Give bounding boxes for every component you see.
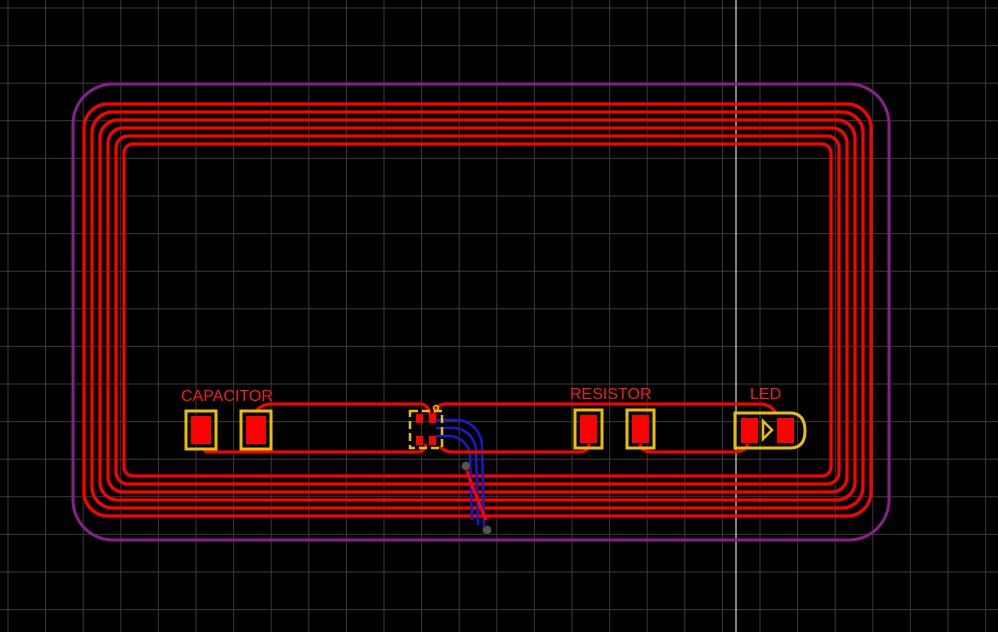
led-label: LED [750, 386, 781, 403]
ic-pad[interactable] [416, 436, 423, 445]
board-outline[interactable] [71, 82, 891, 542]
ic-pad[interactable] [429, 436, 436, 445]
vias[interactable] [461, 461, 492, 535]
led-pad-right[interactable] [777, 418, 794, 443]
ic-outline [408, 409, 444, 450]
ic-pad[interactable] [429, 414, 436, 423]
resistor-pad-right-outline [625, 408, 656, 450]
resistor-pad-left-outline [573, 408, 604, 450]
capacitor-pad-left[interactable] [191, 416, 211, 444]
capacitor-pad-left-outline [184, 409, 218, 451]
antenna-coil[interactable] [82, 102, 873, 518]
trace-resistor-led[interactable] [638, 443, 750, 454]
capacitor-label: CAPACITOR [181, 388, 273, 405]
coil-turn[interactable] [122, 142, 833, 478]
led-component[interactable]: LED [733, 386, 807, 450]
resistor-pad-left[interactable] [580, 415, 597, 443]
trace-upper-bus[interactable] [432, 402, 777, 415]
resistor-label: RESISTOR [570, 386, 652, 403]
led-pad-left[interactable] [741, 418, 758, 443]
ic-pad[interactable] [416, 414, 423, 423]
led-outline [733, 411, 807, 450]
trace-lower-return[interactable] [201, 443, 428, 454]
resistor-pad-right[interactable] [632, 415, 649, 443]
via[interactable] [461, 461, 471, 471]
bottom-trace[interactable] [436, 426, 480, 526]
bottom-trace[interactable] [436, 434, 474, 521]
capacitor-pad-right[interactable] [246, 416, 266, 444]
trace-resistor-left[interactable] [438, 443, 591, 454]
bottom-trace[interactable] [436, 418, 486, 531]
bottom-layer-traces[interactable] [436, 418, 486, 531]
led-polarity-marker [761, 417, 774, 443]
coil-turn[interactable] [82, 102, 873, 518]
resistor-component[interactable]: RESISTOR [570, 386, 656, 450]
trace-upper-bus[interactable] [253, 402, 432, 415]
ic-pin1-marker [432, 404, 440, 412]
capacitor-pad-right-outline [239, 409, 273, 451]
via[interactable] [482, 525, 492, 535]
ic-chip-component[interactable] [408, 404, 444, 450]
capacitor-component[interactable]: CAPACITOR [181, 388, 273, 451]
